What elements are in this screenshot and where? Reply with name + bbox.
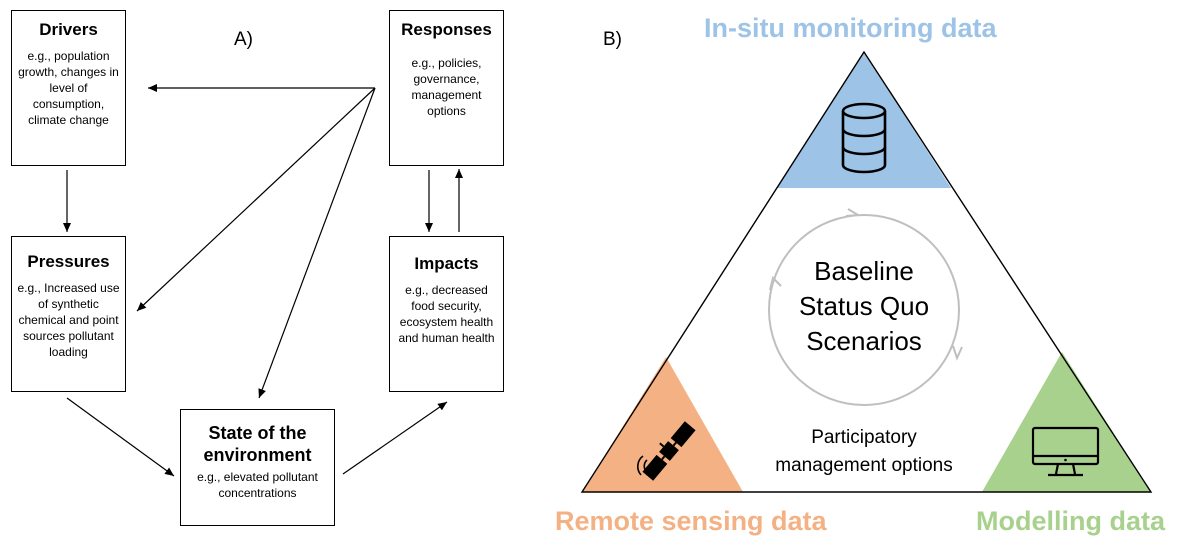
left-corner-triangle xyxy=(582,357,743,492)
cycle-arrow-right xyxy=(952,345,963,361)
state-title-line1: State of the xyxy=(208,423,307,443)
arrow-pressures-to-state xyxy=(66,397,175,477)
arrow-state-to-impacts xyxy=(342,401,448,475)
satellite-icon xyxy=(642,421,696,481)
drivers-description: e.g., population growth, changes in leve… xyxy=(18,49,119,127)
panel-a-label: A) xyxy=(234,29,253,50)
impacts-title: Impacts xyxy=(414,254,479,273)
participatory-label: Participatory management options xyxy=(744,424,984,480)
impacts-description: e.g., decreased food security, ecosystem… xyxy=(398,283,495,345)
participatory-line-2: management options xyxy=(775,455,953,476)
drivers-box: Drivers e.g., population growth, changes… xyxy=(11,10,126,166)
cycle-line-baseline: Baseline xyxy=(814,256,914,286)
impacts-box: Impacts e.g., decreased food security, e… xyxy=(389,236,504,392)
pressures-box: Pressures e.g., Increased use of synthet… xyxy=(11,236,126,392)
responses-description: e.g., policies, governance, management o… xyxy=(411,56,482,118)
drivers-title: Drivers xyxy=(39,20,98,39)
left-heading: Remote sensing data xyxy=(555,506,827,536)
top-corner-triangle xyxy=(777,52,951,188)
pressures-description: e.g., Increased use of synthetic chemica… xyxy=(17,281,120,359)
signal-waves-icon xyxy=(637,455,655,476)
database-icon xyxy=(841,102,887,174)
cycle-arrow-left xyxy=(769,276,782,291)
pressures-title: Pressures xyxy=(27,252,110,271)
right-corner-triangle xyxy=(982,352,1151,492)
cycle-line-scenarios: Scenarios xyxy=(806,326,922,356)
state-box: State of the environment e.g., elevated … xyxy=(180,409,335,526)
cycle-arrow-top xyxy=(845,208,862,217)
right-heading: Modelling data xyxy=(976,506,1165,536)
cycle-label: Baseline Status Quo Scenarios xyxy=(764,254,964,359)
arrow-responses-to-state xyxy=(258,87,376,399)
state-description: e.g., elevated pollutant concentrations xyxy=(197,470,318,500)
panel-b-label: B) xyxy=(603,29,622,50)
top-heading: In-situ monitoring data xyxy=(704,13,997,43)
cycle-line-status-quo: Status Quo xyxy=(798,291,930,321)
participatory-line-1: Participatory xyxy=(811,427,917,448)
main-triangle xyxy=(580,50,1153,493)
responses-box: Responses e.g., policies, governance, ma… xyxy=(389,10,504,166)
state-title-line2: environment xyxy=(203,445,312,465)
responses-title: Responses xyxy=(401,20,492,39)
arrow-responses-to-pressures xyxy=(136,87,376,312)
cycle-circle xyxy=(768,214,960,406)
monitor-icon xyxy=(1031,426,1100,477)
